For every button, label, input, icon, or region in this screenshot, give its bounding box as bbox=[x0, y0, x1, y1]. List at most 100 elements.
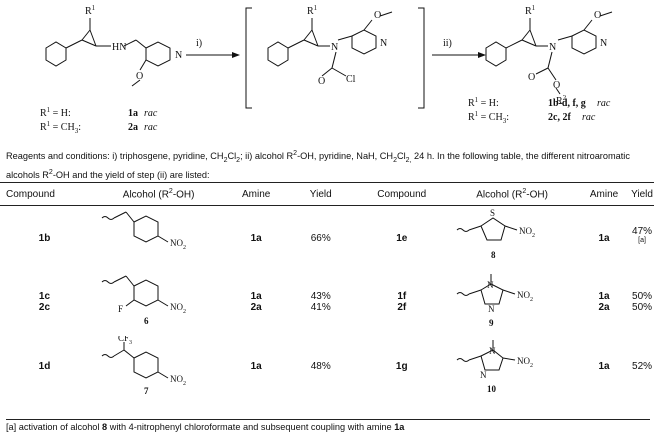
amine-cell: 1a bbox=[250, 232, 262, 244]
reaction-scheme: R1 HN N O i) ii) R1 N N O O Cl R1 N N O … bbox=[0, 0, 654, 142]
pyridine-n-1: N bbox=[175, 50, 182, 61]
scheme-drawing: R1 HN N O i) ii) R1 N N O O Cl R1 N N O … bbox=[40, 4, 613, 135]
compound-cell: 1b bbox=[38, 232, 51, 244]
o-label-1: O bbox=[136, 71, 143, 82]
header-amine-right: Amine bbox=[578, 182, 631, 206]
phenyl-ring-3 bbox=[485, 41, 507, 67]
imidazole-n3-label: N bbox=[488, 304, 495, 314]
alcohol-structure-nitroimidazole-5: N N NO2 10 bbox=[456, 340, 533, 394]
alcohol-label: 10 bbox=[487, 384, 497, 394]
thiophene-s-label: S bbox=[490, 208, 495, 218]
o-label-3: O bbox=[594, 10, 601, 21]
step1-label: i) bbox=[196, 38, 202, 49]
compound-cell: 1d bbox=[38, 360, 51, 372]
amine-cell: 1a bbox=[598, 360, 610, 372]
table-row: 1b NO2 1a 66% 1e bbox=[0, 206, 654, 271]
product-legend-compound-2: 2c, 2f bbox=[548, 112, 571, 123]
pyridine-n-2: N bbox=[380, 38, 387, 49]
alcohol-label: 7 bbox=[144, 386, 149, 396]
start-legend: R1 = H: 1a rac R1 = CH3: 2a rac bbox=[40, 106, 158, 135]
pyridine-ring-3 bbox=[571, 29, 597, 55]
amine-cell: 1a bbox=[250, 360, 262, 372]
no2-label: NO2 bbox=[519, 226, 535, 239]
carbonyl-o-3: O bbox=[528, 72, 535, 83]
cl-label: Cl bbox=[346, 74, 356, 85]
phenyl-ring-1 bbox=[45, 41, 67, 67]
header-compound-left: Compound bbox=[0, 182, 89, 206]
table-footnote: [a] activation of alcohol 8 with 4-nitro… bbox=[6, 419, 650, 432]
o-label-2: O bbox=[374, 10, 381, 21]
start-legend-compound-1: 1a bbox=[128, 108, 138, 119]
header-yield-right: Yield bbox=[630, 182, 654, 206]
compound-cell: 1e bbox=[396, 232, 408, 244]
alcohol-structure-cell: S NO2 8 bbox=[446, 206, 578, 271]
alcohol-structure-cell: F NO2 6 bbox=[89, 270, 228, 334]
results-table: Compound Alcohol (R2-OH) Amine Yield Com… bbox=[0, 182, 654, 398]
alcohol-structure-cell: CF3 NO2 7 bbox=[89, 334, 228, 398]
header-alcohol-left: Alcohol (R2-OH) bbox=[88, 182, 229, 206]
header-compound-right: Compound bbox=[357, 182, 447, 206]
product-legend-stereo-1: rac bbox=[597, 98, 611, 109]
alcohol-structure-cell: N N NO2 9 bbox=[446, 270, 578, 334]
reagents-caption: Reagents and conditions: i) triphosgene,… bbox=[6, 150, 630, 180]
header-amine-left: Amine bbox=[228, 182, 284, 206]
r1-label-1: R1 bbox=[85, 4, 96, 17]
alcohol-structure-4-nitrobenzyl: NO2 bbox=[101, 211, 186, 251]
no2-label: NO2 bbox=[170, 302, 186, 315]
amine-cell: 1a bbox=[598, 232, 610, 244]
phenyl-ring-2 bbox=[267, 41, 289, 67]
no2-label: NO2 bbox=[170, 374, 186, 387]
table-row: 1d CF3 NO2 7 1a 48% bbox=[0, 334, 654, 398]
alcohol-structure-cell: NO2 bbox=[89, 206, 228, 271]
n-label-2: N bbox=[331, 42, 338, 53]
start-legend-stereo-2: rac bbox=[144, 122, 158, 133]
alcohol-structure-trifluoroethyl-nitrophenyl: CF3 NO2 7 bbox=[101, 336, 186, 396]
alcohol-structure-nitroimidazole-2: N N NO2 9 bbox=[456, 274, 533, 328]
alcohol-label: 8 bbox=[491, 250, 496, 260]
pyridine-ring-2 bbox=[351, 29, 377, 55]
r1-label-3: R1 bbox=[525, 4, 536, 17]
start-legend-line-2: R1 = CH3: bbox=[40, 120, 81, 135]
table-header-row: Compound Alcohol (R2-OH) Amine Yield Com… bbox=[0, 182, 654, 206]
pyridine-n-3: N bbox=[600, 38, 607, 49]
yield-cell: 43%41% bbox=[310, 291, 331, 313]
r2-label: R2 bbox=[556, 94, 567, 107]
yield-cell: 47%[a] bbox=[632, 226, 653, 245]
alcohol-structure-cell: N N NO2 10 bbox=[446, 334, 578, 398]
r1-label-2: R1 bbox=[307, 4, 318, 17]
step2-label: ii) bbox=[443, 38, 452, 49]
start-legend-stereo-1: rac bbox=[144, 108, 158, 119]
imidazole-n1-label: N bbox=[487, 280, 494, 290]
yield-cell: 48% bbox=[310, 360, 331, 372]
imidazole-n1-label: N bbox=[489, 346, 496, 356]
nh-label: HN bbox=[112, 42, 126, 53]
imidazole-n3-label: N bbox=[480, 370, 487, 380]
header-alcohol-right: Alcohol (R2-OH) bbox=[446, 182, 579, 206]
header-yield-left: Yield bbox=[284, 182, 358, 206]
carbonyl-o-2: O bbox=[318, 76, 325, 87]
fluoro-label: F bbox=[118, 304, 123, 314]
product-legend-compound-1: 1b-d, f, g bbox=[548, 98, 586, 109]
no2-label: NO2 bbox=[517, 356, 533, 369]
product-legend-stereo-2: rac bbox=[582, 112, 596, 123]
yield-cell: 52% bbox=[632, 360, 653, 372]
product-legend-line-1: R1 = H: bbox=[468, 96, 499, 109]
product-legend-line-2: R1 = CH3: bbox=[468, 110, 509, 125]
pyridine-ring-1 bbox=[145, 41, 171, 67]
cf3-label: CF3 bbox=[118, 336, 132, 346]
alcohol-structure-fluoro-nitrobenzyl: F NO2 6 bbox=[101, 275, 186, 326]
alcohol-structure-nitrothiophene: S NO2 8 bbox=[456, 208, 535, 260]
ester-o-3: O bbox=[553, 80, 560, 91]
alcohol-label: 6 bbox=[144, 316, 149, 326]
start-legend-compound-2: 2a bbox=[128, 122, 138, 133]
compound-cell: 1g bbox=[395, 360, 408, 372]
no2-label: NO2 bbox=[170, 238, 186, 251]
yield-cell: 50%50% bbox=[632, 291, 653, 313]
product-legend: R1 = H: 1b-d, f, g rac R1 = CH3: 2c, 2f … bbox=[468, 96, 611, 125]
no2-label: NO2 bbox=[517, 290, 533, 303]
